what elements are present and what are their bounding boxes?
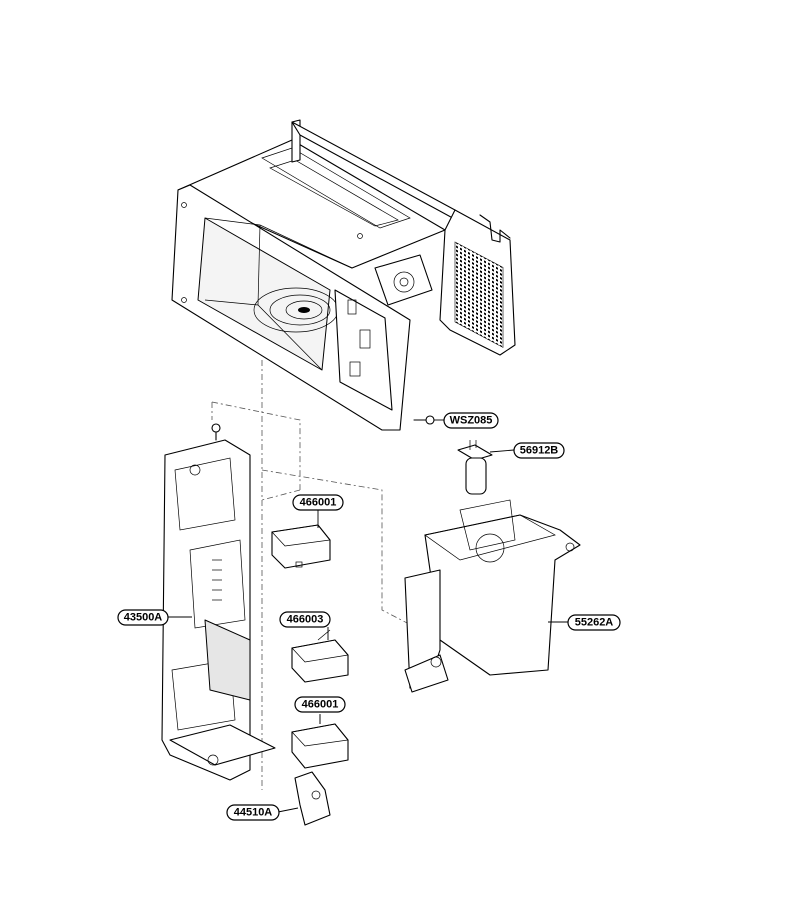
callout-43500a: 43500A xyxy=(117,609,169,626)
microswitch-middle-icon xyxy=(291,629,349,683)
part-56912b-icon xyxy=(457,440,493,495)
part-label-466001-lower: 466001 xyxy=(302,699,339,711)
callout-55262a: 55262A xyxy=(567,614,621,631)
assembly-guide-lines xyxy=(211,360,441,790)
cavity-assembly xyxy=(171,119,516,431)
screw-icon xyxy=(413,415,435,425)
part-label-44510a: 44510A xyxy=(234,807,273,819)
callout-466001-upper: 466001 xyxy=(292,494,344,511)
callout-44510a: 44510A xyxy=(226,804,280,821)
part-label-466001-upper: 466001 xyxy=(300,497,337,509)
cover-55262a-icon xyxy=(404,499,581,693)
callout-466001-lower: 466001 xyxy=(294,696,346,713)
microswitch-lower-icon xyxy=(291,715,349,769)
latch-bracket-43500a-icon xyxy=(161,423,276,781)
callout-wsz085: WSZ085 xyxy=(443,412,499,429)
microswitch-upper-icon xyxy=(271,524,331,569)
part-label-466003: 466003 xyxy=(287,614,324,626)
part-label-55262a: 55262A xyxy=(575,617,614,629)
lever-44510a-icon xyxy=(294,771,331,826)
part-label-wsz085: WSZ085 xyxy=(450,415,493,427)
part-label-43500a: 43500A xyxy=(124,612,163,624)
vent-grille-icon xyxy=(454,241,504,348)
turntable-icon xyxy=(253,287,339,333)
part-label-56912b: 56912B xyxy=(520,445,559,457)
callout-466003: 466003 xyxy=(279,611,331,628)
callout-56912b: 56912B xyxy=(513,442,565,459)
motor-icon xyxy=(374,254,433,306)
